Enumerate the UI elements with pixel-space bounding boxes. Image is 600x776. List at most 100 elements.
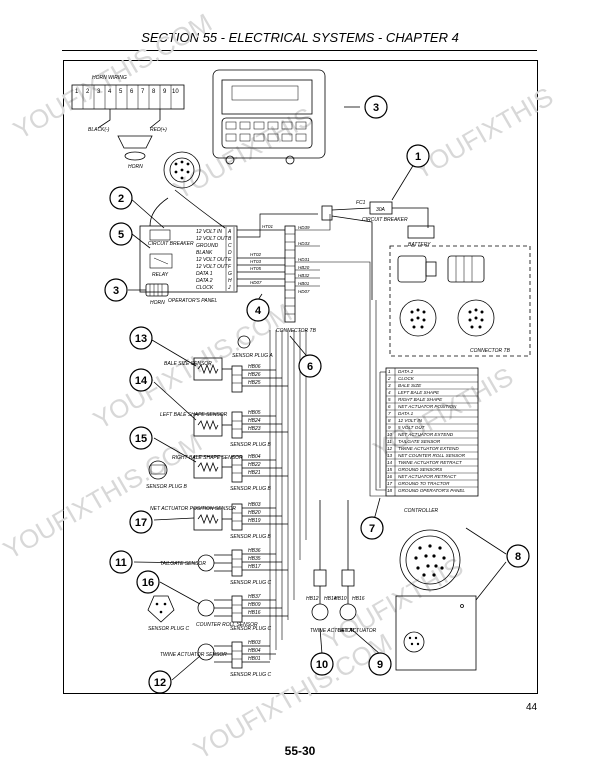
ctrl-pin-8-num: 8 [388, 418, 391, 423]
connector-tb-wires [295, 214, 371, 300]
sensor-tailgate-wire-2: HB35 [248, 556, 261, 562]
ctrl-pin-15-num: 15 [387, 467, 393, 472]
callout-11: 11 [115, 557, 127, 569]
callout-12: 12 [154, 677, 166, 689]
ctrl-pin-10-num: 10 [387, 432, 393, 437]
tb-wire-3: HD31 [298, 257, 310, 262]
tb-wire-1: HD39 [298, 225, 310, 230]
panel-row-b: 12 VOLT OUT [196, 236, 229, 242]
net-actuator-label: NET ACTUATOR [338, 628, 377, 634]
ctrl-pin-15-label: GROUND SENSORS [398, 467, 443, 472]
sensor-right-bale-shape: RIGHT BALE SHAPE SENSOR HB04 HB22 HB21 S… [146, 454, 288, 492]
sensor-tailgate-plug: SENSOR PLUG C [230, 580, 272, 586]
callout-2: 2 [118, 193, 124, 205]
callout-15: 15 [135, 433, 147, 445]
panel-wire-3: HT03 [250, 259, 262, 264]
callout-1: 1 [415, 151, 421, 163]
net-actuator-wire-1: HB10 [334, 596, 347, 602]
horn-num-10: 10 [172, 89, 179, 95]
panel-round-connector [163, 151, 201, 189]
sensor-right-shape-name: RIGHT BALE SHAPE SENSOR [172, 455, 243, 461]
sensor-tailgate-wire-3: HB17 [248, 564, 261, 570]
page-number: 44 [526, 702, 538, 713]
horn-num-2: 2 [86, 89, 90, 95]
sensor-net-position-wire-2: HB20 [248, 510, 261, 516]
connector-tb-label: CONNECTOR TB [276, 328, 317, 334]
ctrl-pin-5-num: 5 [388, 397, 391, 402]
panel-pin-a: A [227, 229, 232, 235]
panel-pin-c: C [228, 243, 232, 249]
callout-14: 14 [135, 375, 148, 387]
callout-17: 17 [135, 517, 147, 529]
panel-row-g: DATA 1 [196, 271, 213, 277]
sensor-tailgate: TAILGATE SENSOR HB36 HB35 HB17 SENSOR PL… [160, 548, 288, 586]
sensor-plug-c-left-label: SENSOR PLUG C [148, 626, 190, 632]
panel-wire-2: HT02 [250, 252, 262, 257]
sensor-tailgate-name: TAILGATE SENSOR [160, 561, 206, 567]
ctrl-pin-7-num: 7 [388, 411, 391, 416]
horn-num-8: 8 [152, 89, 156, 95]
connector-tb-detail: CONNECTOR TB [389, 245, 531, 357]
ctrl-pin-17-num: 17 [387, 481, 393, 486]
panel-title: OPERATOR'S PANEL [168, 298, 218, 304]
panel-wire-4: HT05 [250, 266, 262, 271]
panel-horn: HORN [145, 283, 169, 306]
callout-10: 10 [316, 659, 328, 671]
sensor-right-shape-wire-1: HB04 [248, 454, 261, 460]
sensor-right-shape-wire-3: HB21 [248, 470, 261, 476]
sensor-right-shape-wire-2: HB22 [248, 462, 261, 468]
sensor-plug-b-left-label: SENSOR PLUG B [146, 484, 188, 490]
ctrl-pin-16-num: 16 [387, 474, 393, 479]
horn-num-9: 9 [163, 89, 167, 95]
controller-pin-list: 1 DATA 2 2 CLOCK 3 BALE SIZE 4 LEFT BALE… [385, 367, 479, 514]
sensor-counter-roll-plug: SENSOR PLUG C [230, 626, 272, 632]
ctrl-pin-2-num: 2 [387, 376, 391, 381]
horn-num-4: 4 [108, 89, 112, 95]
ctrl-pin-18-num: 18 [387, 488, 393, 493]
sensor-twine-actuator: TWINE ACTUATOR SENSOR HB03 HB04 HB01 SEN… [160, 640, 276, 678]
horn-wiring-title: HORN WIRING [92, 75, 127, 81]
panel-pin-g: G [228, 271, 232, 277]
ctrl-pin-1-label: DATA 2 [398, 369, 414, 374]
sensor-bale-size-wire-3: HB25 [248, 380, 261, 386]
fuse-label: FC1 [356, 200, 366, 206]
sensor-net-position-wire-3: HB19 [248, 518, 261, 524]
panel-wire-1: HT01 [262, 224, 274, 229]
panel-pin-f: F [228, 264, 232, 270]
leader-lines [128, 106, 507, 681]
sensor-counter-roll: COUNTER ROLL SENSOR HB37 HB09 HB16 SENSO… [147, 594, 288, 632]
ctrl-pin-12-label: TWINE ACTUATOR EXTEND [398, 446, 459, 451]
callout-4: 4 [255, 305, 262, 317]
sensor-twine-plug: SENSOR PLUG C [230, 672, 272, 678]
ctrl-pin-9-num: 9 [388, 425, 391, 430]
ctrl-pin-11-label: TAILGATE SENSOR [398, 439, 441, 444]
panel-row-h: DATA 2 [196, 278, 213, 284]
panel-row-c: GROUND [196, 243, 219, 249]
sensor-net-actuator-position: NET ACTUATOR POSITION SENSOR HB03 HB20 H… [150, 502, 288, 540]
horn-black-label: BLACK(-) [88, 127, 110, 133]
panel-pin-e: E [228, 257, 232, 263]
sensor-counter-roll-wire-2: HB09 [248, 602, 261, 608]
ctrl-pin-6-label: NET ACTUATOR POSITION [398, 404, 457, 409]
ctrl-pin-3-label: BALE SIZE [398, 383, 422, 388]
callout-7: 7 [369, 523, 375, 535]
sensor-twine-wire-1: HB03 [248, 640, 261, 646]
sensor-tailgate-wire-1: HB36 [248, 548, 261, 554]
operators-panel-schematic: CIRCUIT BREAKER RELAY 12 VOLT IN 12 VOLT… [139, 225, 238, 304]
actuators: TWINE ACTUATOR NET ACTUATOR HB12 HB14 HB… [306, 500, 377, 634]
ctrl-pin-1-num: 1 [388, 369, 391, 374]
operators-panel-unit [212, 69, 326, 165]
panel-row-d: BLANK [196, 250, 213, 256]
tb-wire-2: HD33 [298, 241, 310, 246]
ctrl-pin-11-num: 11 [387, 439, 392, 444]
ctrl-pin-6-num: 6 [388, 404, 391, 409]
callout-16: 16 [142, 577, 154, 589]
sensor-bale-size-wire-1: HB06 [248, 364, 261, 370]
tb-wire-4: HB20 [298, 265, 310, 270]
horn-num-7: 7 [141, 89, 145, 95]
sensor-twine-wire-3: HB01 [248, 656, 261, 662]
ctrl-pin-18-label: GROUND OPERATOR'S PANEL [398, 488, 465, 493]
panel-row-f: 12 VOLT OUT [196, 264, 229, 270]
sensor-bale-size-name: BALE SIZE SENSOR [164, 361, 212, 367]
